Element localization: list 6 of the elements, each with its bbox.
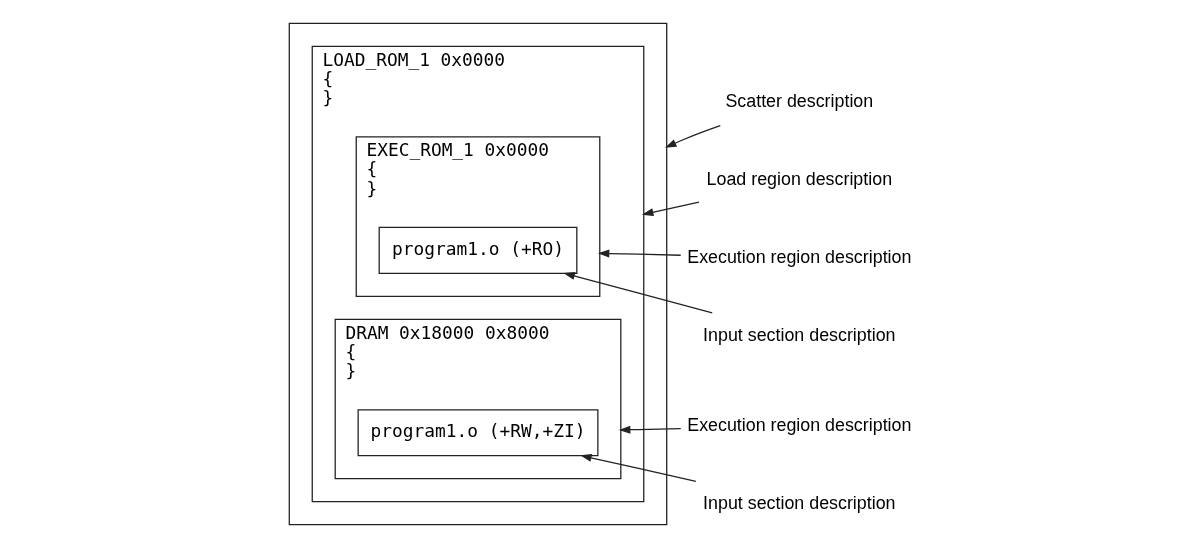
node-text: Execution region description <box>686 246 911 267</box>
node-text: Execution region description <box>686 415 911 436</box>
node-text: Load region description <box>706 169 892 189</box>
node-text: Scatter description <box>724 91 873 112</box>
node-text: Input section description <box>702 324 896 345</box>
node-text: Input section description <box>702 492 896 513</box>
